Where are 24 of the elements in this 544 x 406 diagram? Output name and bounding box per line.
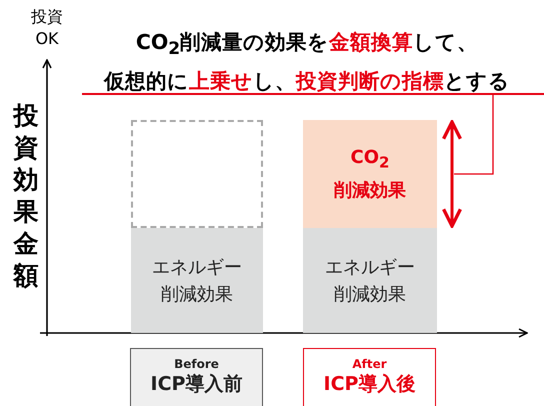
bar-label: エネルギー削減効果 bbox=[324, 256, 416, 306]
heading-phrase: とする bbox=[444, 69, 510, 94]
co2-bar bbox=[303, 120, 437, 228]
stage-label: ICP導入前 bbox=[150, 372, 242, 396]
before-label-box bbox=[130, 348, 263, 406]
stage-label: ICP導入後 bbox=[324, 372, 416, 396]
axis-label: 投資OK bbox=[30, 6, 64, 50]
leader-line bbox=[454, 95, 494, 175]
bar-label: エネルギー削減効果 bbox=[151, 256, 243, 306]
after-label-box bbox=[303, 348, 436, 406]
axis-title: 投資効果金額 bbox=[12, 100, 40, 292]
energy-bar bbox=[303, 228, 437, 333]
stage-caption: After bbox=[352, 356, 387, 372]
heading-phrase: し、 bbox=[253, 69, 296, 94]
bar-label: CO$_{2}$削減効果 bbox=[333, 146, 407, 203]
stage-caption: Before bbox=[174, 356, 219, 372]
energy-bar bbox=[131, 228, 263, 333]
double-arrow bbox=[442, 120, 462, 228]
heading-phrase: して、 bbox=[413, 30, 478, 54]
highlighted-phrase: 上乗せ bbox=[189, 69, 253, 94]
highlighted-phrase: 投資判断の指標 bbox=[296, 69, 444, 94]
heading-phrase: CO$_{2}$削減量の効果を bbox=[136, 30, 330, 54]
highlighted-phrase: 金額換算 bbox=[329, 30, 414, 54]
heading-phrase: 仮想的に bbox=[104, 69, 189, 94]
